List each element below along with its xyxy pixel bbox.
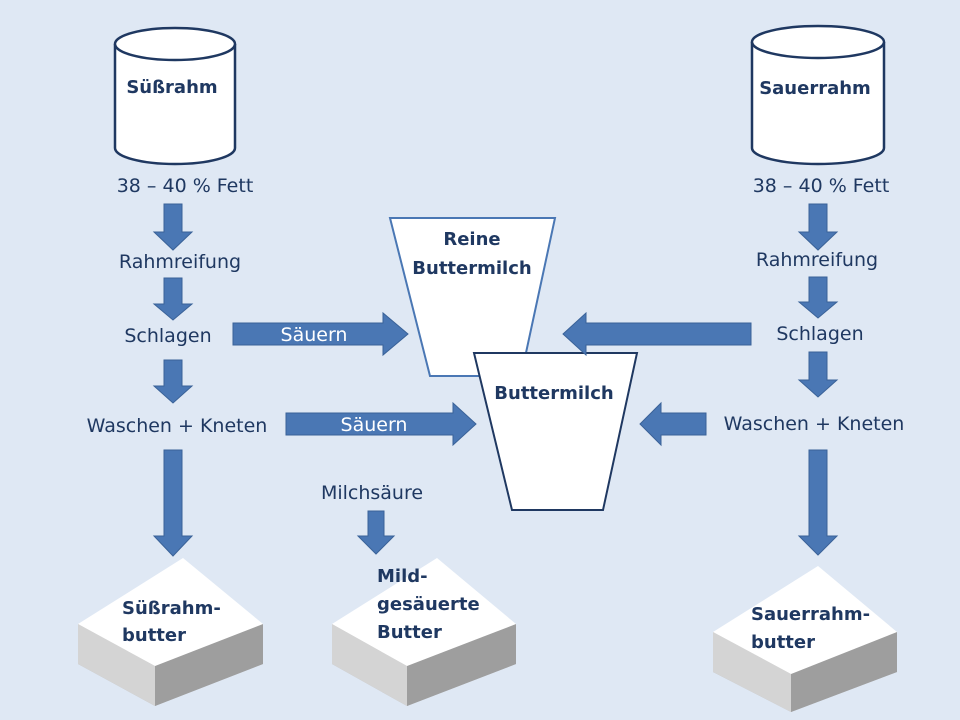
left-step-washing: Waschen + Kneten [87, 415, 268, 437]
right-cylinder-label: Sauerrahm [759, 78, 871, 99]
mild-butter-line3: Butter [377, 622, 442, 643]
left-step-ripening: Rahmreifung [119, 251, 241, 273]
pure-buttermilk-line1: Reine [443, 229, 500, 250]
mild-butter-line1: Mild- [377, 566, 428, 587]
left-cylinder-label: Süßrahm [126, 77, 217, 98]
sour-cream-butter-line1: Sauerrahm- [751, 604, 870, 625]
left-arrow-down-1 [152, 203, 194, 251]
right-arrow-to-buttermilk [639, 401, 707, 447]
left-arrow-down-3 [152, 359, 194, 404]
sour-cream-butter-line2: butter [751, 632, 815, 653]
right-arrow-down-1 [797, 203, 839, 251]
left-arrow-down-4 [152, 449, 194, 557]
mild-butter-line2: gesäuerte [377, 594, 480, 615]
sour-cream-butter-block: Sauerrahm- butter [713, 566, 897, 712]
left-arrow-down-2 [152, 277, 194, 321]
pure-buttermilk-line2: Buttermilch [412, 258, 531, 279]
right-arrow-to-pure-buttermilk [562, 311, 752, 357]
sweet-cream-butter-line1: Süßrahm- [122, 598, 221, 619]
buttermilk-label: Buttermilch [494, 383, 613, 404]
right-arrow-down-3 [797, 351, 839, 398]
acidify-label-2: Säuern [341, 414, 408, 436]
mild-acidified-butter-block: Mild- gesäuerte Butter [332, 558, 516, 706]
sweet-cream-butter-block: Süßrahm- butter [78, 558, 263, 706]
lactic-acid-label: Milchsäure [321, 482, 423, 504]
left-cylinder: Süßrahm [113, 26, 237, 166]
right-step-washing: Waschen + Kneten [724, 413, 905, 435]
acidify-label-1: Säuern [281, 324, 348, 346]
right-cylinder: Sauerrahm [750, 24, 886, 166]
buttermilk-container: Buttermilch [472, 352, 639, 511]
sweet-cream-butter-line2: butter [122, 625, 186, 646]
lactic-acid-arrow [356, 510, 396, 555]
left-arrow-acidify-1 [232, 311, 409, 357]
right-arrow-down-4 [797, 449, 839, 556]
left-fat-label: 38 – 40 % Fett [117, 175, 254, 197]
right-step-churning: Schlagen [776, 323, 863, 345]
right-fat-label: 38 – 40 % Fett [753, 175, 890, 197]
left-step-churning: Schlagen [124, 325, 211, 347]
left-arrow-acidify-2 [285, 401, 477, 447]
right-arrow-down-2 [797, 276, 839, 319]
right-step-ripening: Rahmreifung [756, 249, 878, 271]
